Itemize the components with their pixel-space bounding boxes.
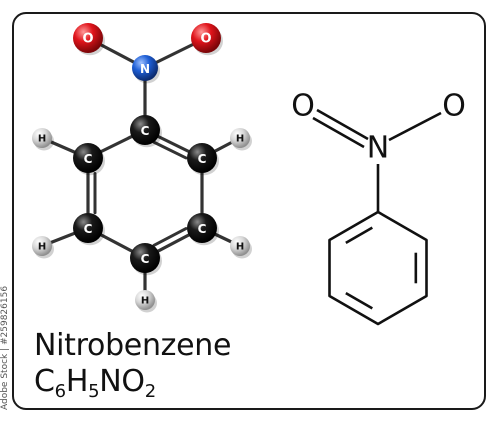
atom-o1: O [73, 23, 105, 56]
atom-c4: C [130, 243, 162, 276]
atom-c5: C [187, 213, 219, 246]
atom-h1: H [230, 128, 252, 151]
formula-nitrogen: N [99, 364, 122, 399]
atom-n1: N [132, 55, 160, 84]
atom-label-c6: C [198, 152, 207, 166]
molecule-card [12, 12, 486, 410]
skeletal-formula: O N O [291, 89, 466, 326]
atom-label-o2: O [200, 32, 211, 47]
atom-label-o1: O [82, 32, 93, 47]
atom-h5: H [135, 290, 157, 313]
atom-label-c2: C [84, 152, 93, 166]
formula-carbon-count: 6 [54, 381, 66, 402]
formula-oxygen: O [121, 364, 145, 399]
bond-inner-c4-c5 [152, 227, 188, 247]
atom-label-h2: H [38, 134, 46, 145]
atom-label-c1: C [141, 124, 150, 138]
atom-label-c4: C [141, 252, 150, 266]
atom-label-h1: H [236, 134, 244, 145]
atom-h2: H [32, 128, 54, 151]
atom-h3: H [32, 236, 54, 259]
benzene-double-bond-2 [345, 291, 373, 310]
skeletal-atom-sn: N [367, 131, 389, 166]
skeletal-atom-so2: O [442, 89, 466, 124]
atom-label-h4: H [236, 242, 244, 253]
atom-label-h5: H [141, 296, 149, 307]
benzene-ring [328, 210, 428, 326]
benzene-double-bond-3 [345, 226, 373, 245]
ball-stick-atoms: O O N C C C C C C H H H H H [32, 23, 252, 313]
atom-h4: H [230, 236, 252, 259]
skeletal-bond-o1-n-a [316, 108, 369, 141]
formula-carbon: C [34, 364, 55, 399]
atom-c3: C [73, 213, 105, 246]
formula-oxygen-count: 2 [144, 381, 156, 402]
skeletal-bond-o1-n-b [312, 116, 365, 149]
molecule-name: Nitrobenzene [34, 328, 232, 363]
stock-credit-text: Adobe Stock | #259826156 [0, 285, 10, 410]
molecular-formula: C6H5NO2 [34, 364, 156, 402]
atom-label-n1: N [140, 62, 150, 76]
skeletal-bond-n-o2 [388, 111, 442, 142]
atom-c1: C [130, 115, 162, 148]
atom-label-c5: C [198, 222, 207, 236]
atom-c6: C [187, 143, 219, 176]
bond-inner-c1-c6 [152, 140, 188, 160]
atom-label-c3: C [84, 222, 93, 236]
atom-o2: O [191, 23, 223, 56]
skeletal-atom-so1: O [291, 89, 315, 124]
atom-c2: C [73, 143, 105, 176]
atom-label-h3: H [38, 242, 46, 253]
formula-hydrogen-count: 5 [88, 381, 100, 402]
formula-hydrogen: H [65, 364, 89, 399]
